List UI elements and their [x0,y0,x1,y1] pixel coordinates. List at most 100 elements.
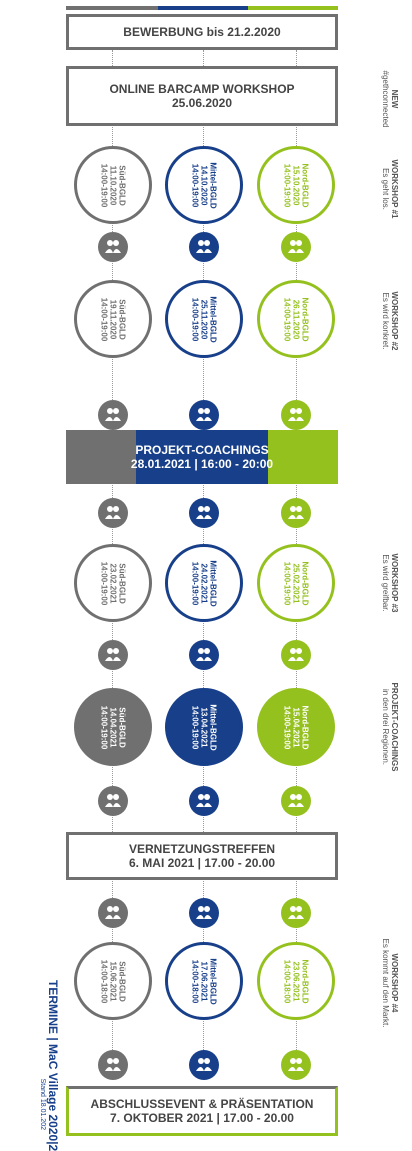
people-nord-icon [281,232,311,262]
circle-region: Süd-BGLD [117,562,127,604]
barcamp-title: ONLINE BARCAMP WORKSHOP [109,82,295,96]
circle-date: 14.10.2020 [199,164,209,206]
side-label-title: WORKSHOP #1 [390,159,399,219]
vernetzung-box: VERNETZUNGSTREFFEN 6. MAI 2021 | 17.00 -… [66,832,338,880]
circle-time: 14:00-19:00 [190,705,200,749]
circle-time: 14:00-19:00 [99,163,109,207]
side-label-sub: Es wird konkret. [381,292,390,350]
people-nord-icon [281,640,311,670]
footer-stand: Stand 18.01.202 [39,1078,46,1130]
abschluss-box: ABSCHLUSSEVENT & PRÄSENTATION 7. OKTOBER… [66,1086,338,1136]
people-sud-icon [98,400,128,430]
circle-date: 24.02.2021 [199,562,209,604]
circle-date: 17.06.2021 [199,960,209,1002]
side-label-title: PROJEKT-COACHINGS [390,682,399,772]
circle-region: Nord-BGLD [300,163,310,207]
bewerbung-text: BEWERBUNG bis 21.2.2020 [123,25,281,39]
circle-time: 14:00-19:00 [99,297,109,341]
circle-region: Süd-BGLD [117,706,127,748]
people-mittel-icon [189,232,219,262]
circle-date: 25.11.2020 [199,299,209,339]
circle-mittel-ws4: Mittel-BGLD 17.06.2021 14:00-18:00 [165,942,243,1020]
circle-region: Mittel-BGLD [208,161,218,209]
circle-nord-ws2: Nord-BGLD 26.11.2020 14:00-19:00 [257,280,335,358]
people-sud-icon [98,786,128,816]
circle-date: 11.10.2020 [108,165,118,205]
circle-mittel-ws2: Mittel-BGLD 25.11.2020 14:00-19:00 [165,280,243,358]
circle-sud-ws2: Süd-BGLD 19.11.2020 14:00-19:00 [74,280,152,358]
people-mittel-icon [189,786,219,816]
circle-date: 15.06.2021 [108,960,118,1002]
circle-time: 14:00-19:00 [190,561,200,605]
vernetzung-title: VERNETZUNGSTREFFEN [128,842,275,856]
circle-region: Süd-BGLD [117,164,127,206]
circle-time: 14:00-19:00 [190,297,200,341]
people-mittel-icon [189,640,219,670]
circle-sud-coaching: Süd-BGLD 14.04.2021 14:00-19:00 [74,688,152,766]
top-stripe-blue [158,6,248,10]
side-label-sub: in den drei Regionen. [381,688,390,766]
circle-sud-ws3: Süd-BGLD 23.02.2021 14:00-19:00 [74,544,152,622]
circle-mittel-ws1: Mittel-BGLD 14.10.2020 14:00-19:00 [165,146,243,224]
side-label-coachings: PROJEKT-COACHINGS in den drei Regionen. [381,677,399,777]
vernetzung-date: 6. MAI 2021 | 17.00 - 20.00 [128,856,276,870]
circle-time: 14:00-19:00 [282,163,292,207]
circle-nord-ws4: Nord-BGLD 23.06.2021 14:00-18:00 [257,942,335,1020]
circle-time: 14:00-19:00 [282,297,292,341]
people-mittel-icon [189,1050,219,1080]
circle-date: 14.04.2021 [108,706,118,748]
people-nord-icon [281,498,311,528]
circle-region: Mittel-BGLD [208,295,218,343]
circle-region: Nord-BGLD [300,297,310,341]
circle-time: 14:00-19:00 [99,705,109,749]
circle-nord-coaching: Nord-BGLD 15.04.2021 14:00-19:00 [257,688,335,766]
circle-date: 19.11.2020 [108,299,118,339]
people-mittel-icon [189,498,219,528]
side-label-ws1: WORKSHOP #1 Es geht los. [381,139,399,239]
coaching-band: PROJEKT-COACHINGS 28.01.2021 | 16:00 - 2… [66,430,338,484]
people-nord-icon [281,1050,311,1080]
side-label-sub: #gethconnected [381,70,390,128]
top-stripe-green [248,6,338,10]
side-label-ws3: WORKSHOP #3 Es wird greifbar. [381,533,399,633]
barcamp-box: ONLINE BARCAMP WORKSHOP 25.06.2020 [66,66,338,126]
people-nord-icon [281,400,311,430]
people-nord-icon [281,898,311,928]
people-mittel-icon [189,400,219,430]
side-label-title: WORKSHOP #3 [390,553,399,613]
circle-mittel-ws3: Mittel-BGLD 24.02.2021 14:00-19:00 [165,544,243,622]
circle-region: Süd-BGLD [117,960,127,1002]
circle-time: 14:00-19:00 [282,561,292,605]
circle-mittel-coaching: Mittel-BGLD 13.04.2021 14:00-19:00 [165,688,243,766]
barcamp-date: 25.06.2020 [171,96,233,110]
side-label-sub: Es kommt auf den Markt. [381,938,390,1028]
people-sud-icon [98,640,128,670]
circle-date: 23.02.2021 [108,562,118,604]
circle-date: 13.04.2021 [199,706,209,748]
people-sud-icon [98,498,128,528]
circle-region: Nord-BGLD [300,705,310,749]
people-mittel-icon [189,898,219,928]
circle-nord-ws1: Nord-BGLD 15.10.2020 14:00-19:00 [257,146,335,224]
circle-time: 14:00-18:00 [282,959,292,1003]
circle-time: 14:00-19:00 [190,163,200,207]
circle-nord-ws3: Nord-BGLD 25.02.2021 14:00-19:00 [257,544,335,622]
abschluss-date: 7. OKTOBER 2021 | 17.00 - 20.00 [110,1111,294,1125]
coaching-band-date: 28.01.2021 | 16:00 - 20:00 [130,457,274,471]
side-label-sub: Es geht los. [381,168,390,210]
people-sud-icon [98,1050,128,1080]
circle-date: 15.04.2021 [291,706,301,748]
circle-region: Mittel-BGLD [208,703,218,751]
side-label-new: NEW #gethconnected [381,49,399,149]
circle-region: Mittel-BGLD [208,957,218,1005]
top-stripe-gray [66,6,158,10]
circle-region: Süd-BGLD [117,298,127,340]
side-label-sub: Es wird greifbar. [381,554,390,612]
circle-date: 25.02.2021 [291,562,301,604]
side-label-title: WORKSHOP #2 [390,291,399,351]
circle-time: 14:00-18:00 [99,959,109,1003]
circle-region: Nord-BGLD [300,959,310,1003]
coaching-band-bg [66,430,338,484]
abschluss-title: ABSCHLUSSEVENT & PRÄSENTATION [90,1097,314,1111]
side-label-title: NEW [390,89,399,109]
